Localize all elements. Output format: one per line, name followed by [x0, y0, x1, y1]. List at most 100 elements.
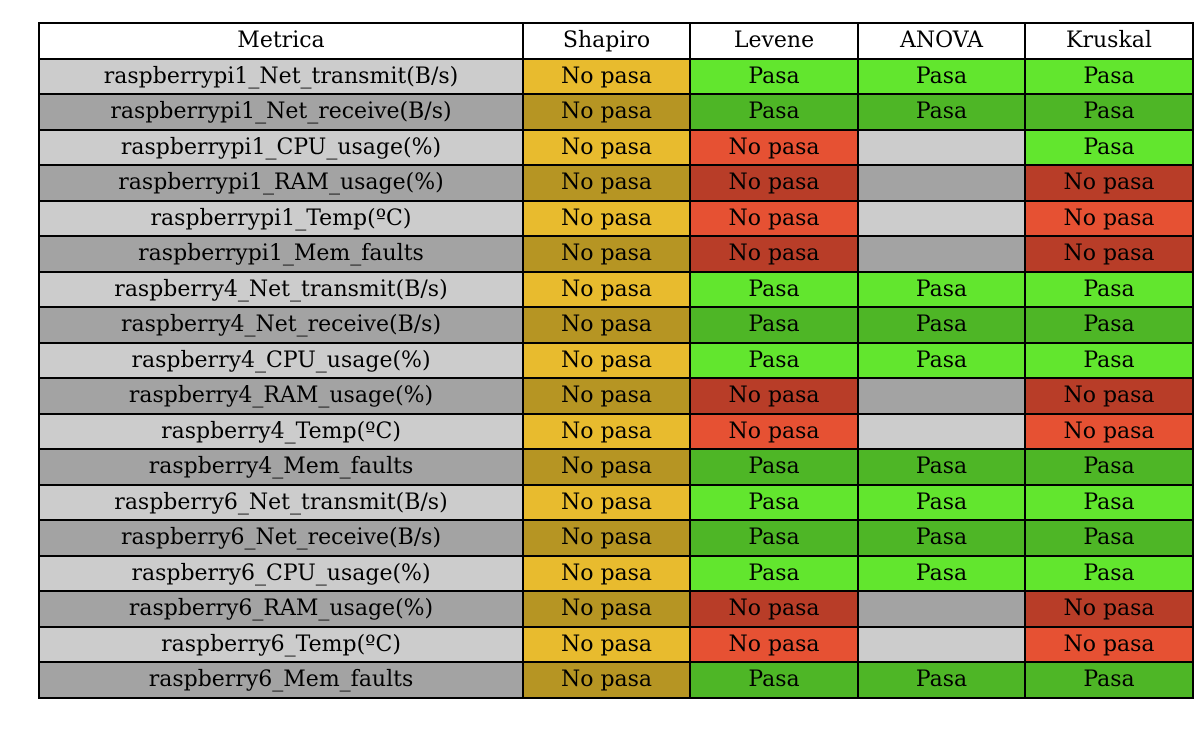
cell-shapiro: No pasa [522, 448, 691, 486]
cell-metric: raspberry6_Mem_faults [38, 661, 524, 699]
cell-anova: Pasa [857, 483, 1026, 521]
cell-metric: raspberry4_Mem_faults [38, 448, 524, 486]
cell-shapiro: No pasa [522, 306, 691, 344]
cell-anova: Pasa [857, 519, 1026, 557]
cell-metric: raspberry4_Net_transmit(B/s) [38, 270, 524, 308]
cell-levene: No pasa [689, 590, 859, 628]
cell-levene: Pasa [689, 93, 859, 131]
cell-metric: raspberry4_Net_receive(B/s) [38, 306, 524, 344]
cell-metric: raspberrypi1_Temp(ºC) [38, 199, 524, 237]
cell-metric: raspberry6_RAM_usage(%) [38, 590, 524, 628]
cell-kruskal: No pasa [1024, 199, 1194, 237]
header-shapiro: Shapiro [522, 22, 691, 60]
cell-metric: raspberrypi1_CPU_usage(%) [38, 128, 524, 166]
cell-shapiro: No pasa [522, 270, 691, 308]
cell-levene: No pasa [689, 625, 859, 663]
cell-metric: raspberrypi1_Net_transmit(B/s) [38, 57, 524, 95]
cell-shapiro: No pasa [522, 483, 691, 521]
cell-metric: raspberry6_Net_transmit(B/s) [38, 483, 524, 521]
cell-shapiro: No pasa [522, 199, 691, 237]
cell-kruskal: Pasa [1024, 341, 1194, 379]
cell-kruskal: No pasa [1024, 412, 1194, 450]
cell-shapiro: No pasa [522, 57, 691, 95]
cell-anova: Pasa [857, 661, 1026, 699]
cell-levene: Pasa [689, 519, 859, 557]
cell-levene: Pasa [689, 57, 859, 95]
cell-metric: raspberry4_CPU_usage(%) [38, 341, 524, 379]
cell-anova: Pasa [857, 93, 1026, 131]
cell-shapiro: No pasa [522, 164, 691, 202]
cell-levene: No pasa [689, 199, 859, 237]
cell-kruskal: No pasa [1024, 625, 1194, 663]
header-metrica: Metrica [38, 22, 524, 60]
cell-levene: Pasa [689, 483, 859, 521]
cell-shapiro: No pasa [522, 341, 691, 379]
cell-anova: Pasa [857, 306, 1026, 344]
cell-anova: Pasa [857, 341, 1026, 379]
cell-levene: No pasa [689, 377, 859, 415]
cell-shapiro: No pasa [522, 93, 691, 131]
cell-levene: Pasa [689, 306, 859, 344]
cell-kruskal: Pasa [1024, 519, 1194, 557]
cell-levene: No pasa [689, 235, 859, 273]
cell-metric: raspberrypi1_Mem_faults [38, 235, 524, 273]
cell-kruskal: Pasa [1024, 448, 1194, 486]
cell-kruskal: No pasa [1024, 377, 1194, 415]
cell-kruskal: Pasa [1024, 306, 1194, 344]
cell-shapiro: No pasa [522, 377, 691, 415]
cell-metric: raspberry6_CPU_usage(%) [38, 554, 524, 592]
cell-metric: raspberry4_Temp(ºC) [38, 412, 524, 450]
cell-shapiro: No pasa [522, 554, 691, 592]
cell-shapiro: No pasa [522, 625, 691, 663]
cell-anova [857, 412, 1026, 450]
cell-shapiro: No pasa [522, 128, 691, 166]
cell-anova [857, 235, 1026, 273]
cell-anova [857, 164, 1026, 202]
cell-levene: Pasa [689, 554, 859, 592]
cell-kruskal: Pasa [1024, 57, 1194, 95]
cell-shapiro: No pasa [522, 661, 691, 699]
cell-anova [857, 199, 1026, 237]
cell-kruskal: Pasa [1024, 483, 1194, 521]
cell-anova [857, 625, 1026, 663]
header-kruskal: Kruskal [1024, 22, 1194, 60]
cell-levene: Pasa [689, 270, 859, 308]
cell-kruskal: No pasa [1024, 164, 1194, 202]
cell-levene: Pasa [689, 661, 859, 699]
cell-kruskal: Pasa [1024, 270, 1194, 308]
cell-kruskal: Pasa [1024, 93, 1194, 131]
cell-anova: Pasa [857, 448, 1026, 486]
cell-anova: Pasa [857, 554, 1026, 592]
cell-anova [857, 590, 1026, 628]
cell-kruskal: Pasa [1024, 554, 1194, 592]
cell-shapiro: No pasa [522, 235, 691, 273]
header-levene: Levene [689, 22, 859, 60]
cell-anova [857, 128, 1026, 166]
cell-metric: raspberrypi1_Net_receive(B/s) [38, 93, 524, 131]
cell-levene: Pasa [689, 341, 859, 379]
cell-shapiro: No pasa [522, 519, 691, 557]
cell-levene: No pasa [689, 164, 859, 202]
cell-levene: No pasa [689, 412, 859, 450]
cell-metric: raspberry6_Net_receive(B/s) [38, 519, 524, 557]
cell-kruskal: Pasa [1024, 128, 1194, 166]
cell-metric: raspberrypi1_RAM_usage(%) [38, 164, 524, 202]
cell-shapiro: No pasa [522, 590, 691, 628]
